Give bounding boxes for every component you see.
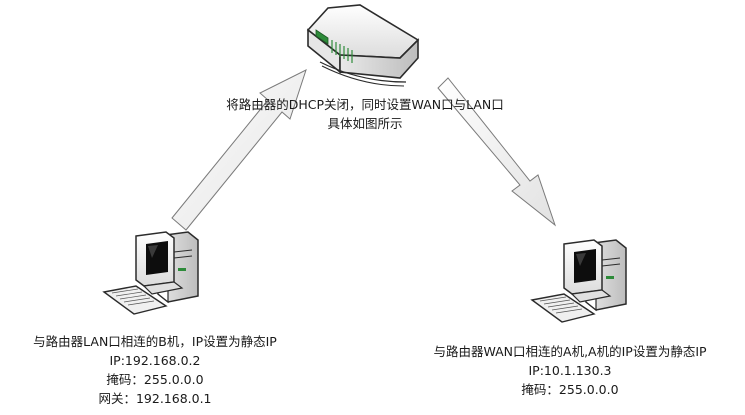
- pc-b-caption: 与路由器LAN口相连的B机，IP设置为静态IP IP:192.168.0.2 掩…: [0, 332, 310, 408]
- pc-b-gateway: 网关：192.168.0.1: [98, 391, 212, 406]
- arrow-pc-b-to-router: [171, 69, 307, 231]
- pc-b-description: 与路由器LAN口相连的B机，IP设置为静态IP: [33, 334, 277, 349]
- computer-icon: [102, 231, 199, 315]
- pc-a-caption: 与路由器WAN口相连的A机,A机的IP设置为静态IP IP:10.1.130.3…: [395, 342, 745, 399]
- router-caption-line: 将路由器的DHCP关闭，同时设置WAN口与LAN口: [226, 97, 504, 112]
- router-icon: [306, 4, 420, 87]
- router-caption-line: 具体如图所示: [327, 116, 403, 131]
- router-caption: 将路由器的DHCP关闭，同时设置WAN口与LAN口 具体如图所示: [150, 95, 580, 133]
- arrow-router-to-pc-a: [437, 77, 557, 227]
- pc-b-ip: IP:192.168.0.2: [109, 353, 201, 368]
- pc-a-mask: 掩码：255.0.0.0: [521, 382, 619, 397]
- pc-a-description: 与路由器WAN口相连的A机,A机的IP设置为静态IP: [433, 344, 707, 359]
- computer-icon: [530, 239, 627, 323]
- pc-b-mask: 掩码：255.0.0.0: [106, 372, 204, 387]
- pc-a-ip: IP:10.1.130.3: [528, 363, 612, 378]
